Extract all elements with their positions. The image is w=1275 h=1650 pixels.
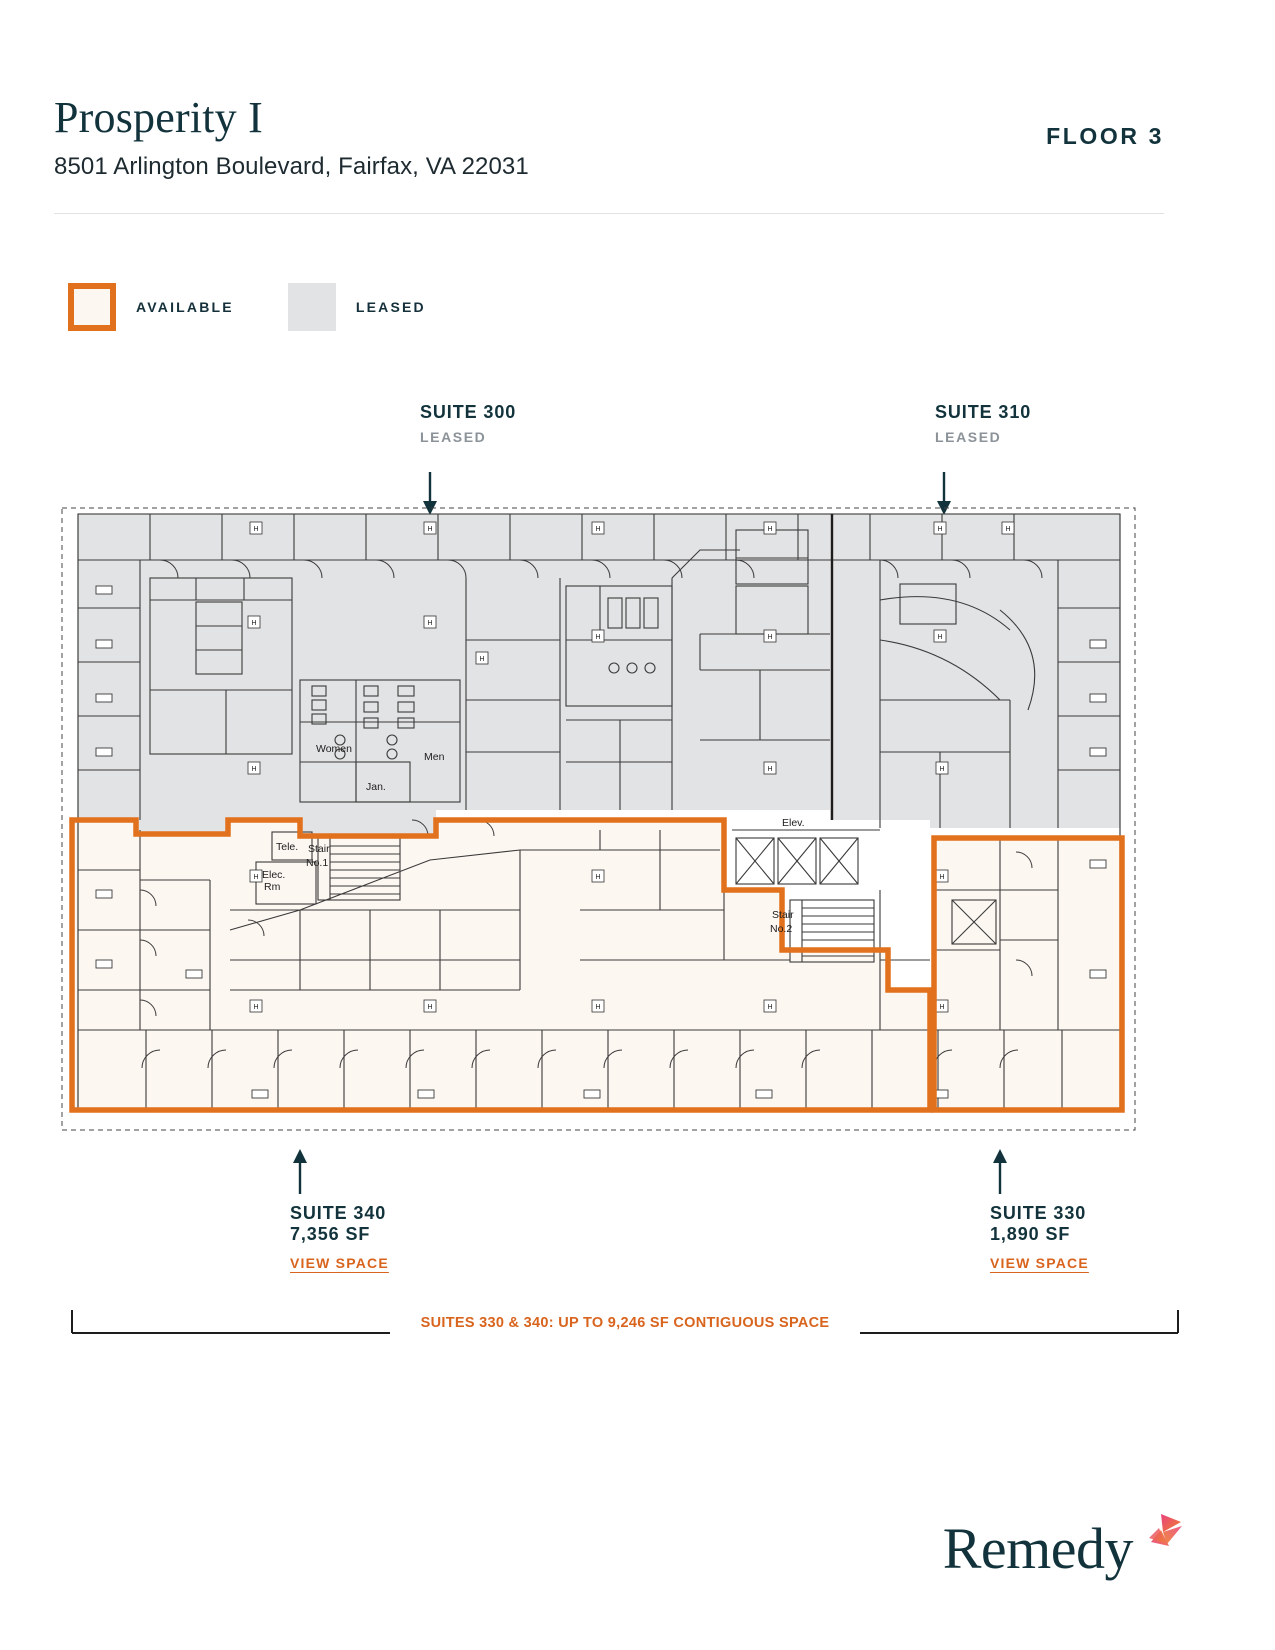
callout-suite-310: SUITE 310 LEASED xyxy=(935,402,1031,445)
svg-text:H: H xyxy=(1005,526,1010,533)
svg-text:H: H xyxy=(427,1004,432,1011)
svg-text:H: H xyxy=(253,526,258,533)
callout-arrow-suite-340 xyxy=(293,1149,307,1194)
callout-suite-340-title: SUITE 340 xyxy=(290,1203,387,1223)
svg-text:H: H xyxy=(767,634,772,641)
page-title: Prosperity I xyxy=(54,93,263,142)
contiguous-space-label: SUITES 330 & 340: UP TO 9,246 SF CONTIGU… xyxy=(420,1315,830,1331)
floorplan-drawing: H H H H H H H H H H H H H H H H H H H H H H H Women Men… xyxy=(0,490,1275,1160)
room-label-elev: Elev. xyxy=(782,817,805,829)
room-label-stair2-1: Stair xyxy=(772,909,794,921)
callout-suite-340: SUITE 340 7,356 SF VIEW SPACE xyxy=(290,1203,389,1273)
floor-label: FLOOR 3 xyxy=(1046,123,1164,149)
svg-text:H: H xyxy=(595,1004,600,1011)
legend-item-leased: LEASED xyxy=(287,283,426,331)
contiguous-bracket-icon xyxy=(71,1310,1179,1334)
remedy-pinwheel-icon xyxy=(1149,1514,1182,1546)
hardware-markers: H H H H H H H H H H H H H H H H H H H H H H H xyxy=(247,521,1015,1013)
view-space-link-suite-330[interactable]: VIEW SPACE xyxy=(990,1255,1089,1271)
page-header: Prosperity I 8501 Arlington Boulevard, F… xyxy=(54,93,1164,181)
callout-arrow-suite-300 xyxy=(423,472,437,515)
callout-suite-330: SUITE 330 1,890 SF VIEW SPACE xyxy=(990,1203,1089,1273)
svg-text:H: H xyxy=(427,526,432,533)
callout-suite-300: SUITE 300 LEASED xyxy=(420,402,516,445)
callout-suite-300-title: SUITE 300 xyxy=(420,402,517,422)
room-label-tele: Tele. xyxy=(276,841,298,853)
svg-text:H: H xyxy=(937,526,942,533)
remedy-logo: Remedy xyxy=(943,1512,1183,1578)
svg-text:H: H xyxy=(253,874,258,881)
svg-text:H: H xyxy=(939,874,944,881)
svg-text:H: H xyxy=(427,620,432,627)
callout-suite-300-status: LEASED xyxy=(420,429,487,445)
available-outline-suite-330 xyxy=(931,835,1125,1113)
legend: AVAILABLE LEASED xyxy=(68,283,480,331)
room-labels: Women Men Jan. Tele. Elec. Rm Stair No.1… xyxy=(262,743,805,935)
room-label-stair2-2: No.2 xyxy=(770,923,792,935)
header-divider xyxy=(54,213,1164,214)
available-area-fill xyxy=(72,820,1122,1110)
svg-text:H: H xyxy=(253,1004,258,1011)
callout-suite-330-title: SUITE 330 xyxy=(990,1203,1087,1223)
room-label-stair1-2: No.1 xyxy=(306,857,328,869)
callout-suite-310-title: SUITE 310 xyxy=(935,402,1032,422)
room-label-women: Women xyxy=(316,743,352,755)
callout-suite-340-sf: 7,356 SF xyxy=(290,1224,371,1244)
view-space-link-suite-340[interactable]: VIEW SPACE xyxy=(290,1255,389,1271)
callout-arrow-suite-330 xyxy=(993,1149,1007,1194)
svg-text:H: H xyxy=(767,1004,772,1011)
contiguous-space-bar: SUITES 330 & 340: UP TO 9,246 SF CONTIGU… xyxy=(60,1300,1190,1360)
svg-text:H: H xyxy=(595,526,600,533)
room-label-elec-1: Elec. xyxy=(262,869,285,881)
svg-text:H: H xyxy=(595,634,600,641)
floorplan-svg: H H H H H H H H H H H H H H H H H H H H H H H Women Men… xyxy=(61,507,1136,1131)
leased-swatch-icon xyxy=(287,283,336,331)
svg-text:H: H xyxy=(767,766,772,773)
room-label-elec-2: Rm xyxy=(264,881,281,893)
svg-text:H: H xyxy=(937,634,942,641)
leased-area-fill xyxy=(78,514,1120,836)
svg-text:H: H xyxy=(767,526,772,533)
window-marks xyxy=(95,585,1107,1099)
svg-text:H: H xyxy=(251,620,256,627)
svg-text:H: H xyxy=(479,656,484,663)
legend-label-leased: LEASED xyxy=(355,299,426,315)
callout-suite-310-status: LEASED xyxy=(935,429,1002,445)
svg-text:H: H xyxy=(939,766,944,773)
legend-item-available: AVAILABLE xyxy=(68,283,234,331)
available-outline-suite-340 xyxy=(69,817,933,1113)
svg-text:H: H xyxy=(939,1004,944,1011)
room-label-jan: Jan. xyxy=(366,781,386,793)
room-label-men: Men xyxy=(424,751,445,763)
building-address: 8501 Arlington Boulevard, Fairfax, VA 22… xyxy=(54,153,529,181)
legend-label-available: AVAILABLE xyxy=(136,299,234,315)
remedy-wordmark: Remedy xyxy=(942,1516,1134,1581)
callout-suite-330-sf: 1,890 SF xyxy=(990,1224,1071,1244)
room-label-stair1-1: Stair xyxy=(308,843,330,855)
svg-text:H: H xyxy=(251,766,256,773)
svg-text:H: H xyxy=(595,874,600,881)
available-swatch-icon xyxy=(68,283,116,331)
